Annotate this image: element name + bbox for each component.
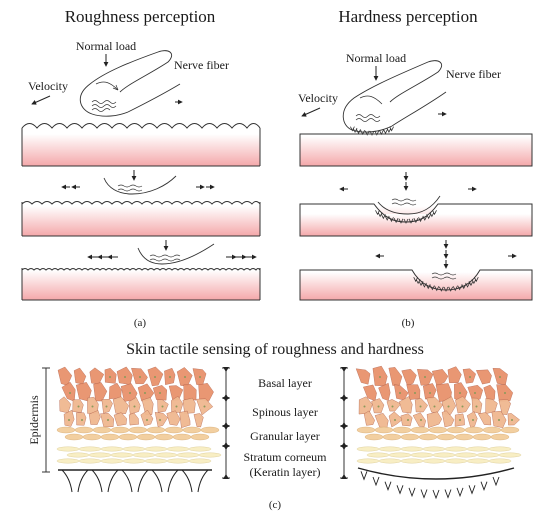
panel-a-finger-3 bbox=[137, 243, 215, 265]
panel-a-finger-2 bbox=[103, 175, 177, 195]
panel-a-title: Roughness perception bbox=[65, 7, 216, 26]
panel-a-block-1 bbox=[22, 134, 260, 166]
skin-block-left bbox=[56, 366, 222, 493]
stratum-corneum-label: Stratum corneum bbox=[244, 450, 328, 464]
basal-layer-label: Basal layer bbox=[258, 376, 312, 390]
panel-a-rough-surface-2 bbox=[21, 201, 261, 205]
epidermis-label: Epidermis bbox=[27, 395, 41, 445]
panel-a-velocity-label: Velocity bbox=[28, 79, 68, 93]
panel-b-title: Hardness perception bbox=[338, 7, 478, 26]
panel-b-velocity-arrow bbox=[301, 107, 321, 117]
panel-a-normal-load-label: Normal load bbox=[76, 39, 136, 53]
panel-c-title: Skin tactile sensing of roughness and ha… bbox=[126, 341, 424, 358]
panel-c: Skin tactile sensing of roughness and ha… bbox=[27, 341, 522, 511]
panel-b-finger-1 bbox=[342, 60, 447, 133]
panel-a-block-2 bbox=[22, 206, 260, 236]
panel-a-velocity-arrow bbox=[31, 95, 51, 105]
keratin-layer-label: (Keratin layer) bbox=[250, 465, 321, 479]
panel-b-velocity-label: Velocity bbox=[298, 91, 338, 105]
panel-c-caption: (c) bbox=[269, 499, 282, 511]
panel-a-rough-surface-3 bbox=[21, 268, 261, 271]
panel-b-block-1 bbox=[300, 136, 532, 166]
panel-b-caption: (b) bbox=[402, 317, 415, 329]
panel-a-rough-surface-1 bbox=[21, 123, 261, 129]
granular-layer-label: Granular layer bbox=[250, 429, 320, 443]
panel-b-finger-ridges-3 bbox=[413, 276, 479, 292]
panel-a-finger-1 bbox=[79, 50, 181, 117]
panel-b-finger-ridges-2 bbox=[375, 210, 437, 224]
spinous-layer-label: Spinous layer bbox=[252, 405, 318, 419]
panel-b-nerve-fiber-label: Nerve fiber bbox=[446, 67, 501, 81]
panel-b: Hardness perception Normal load Nerve fi… bbox=[298, 7, 533, 329]
panel-b-normal-load-label: Normal load bbox=[346, 51, 406, 65]
panel-a-nerve-fiber-label: Nerve fiber bbox=[174, 58, 229, 72]
panel-a: Roughness perception Normal load Nerve f… bbox=[21, 7, 261, 329]
panel-a-block-3 bbox=[22, 270, 260, 300]
skin-block-right bbox=[355, 365, 522, 500]
panel-a-caption: (a) bbox=[134, 317, 147, 329]
